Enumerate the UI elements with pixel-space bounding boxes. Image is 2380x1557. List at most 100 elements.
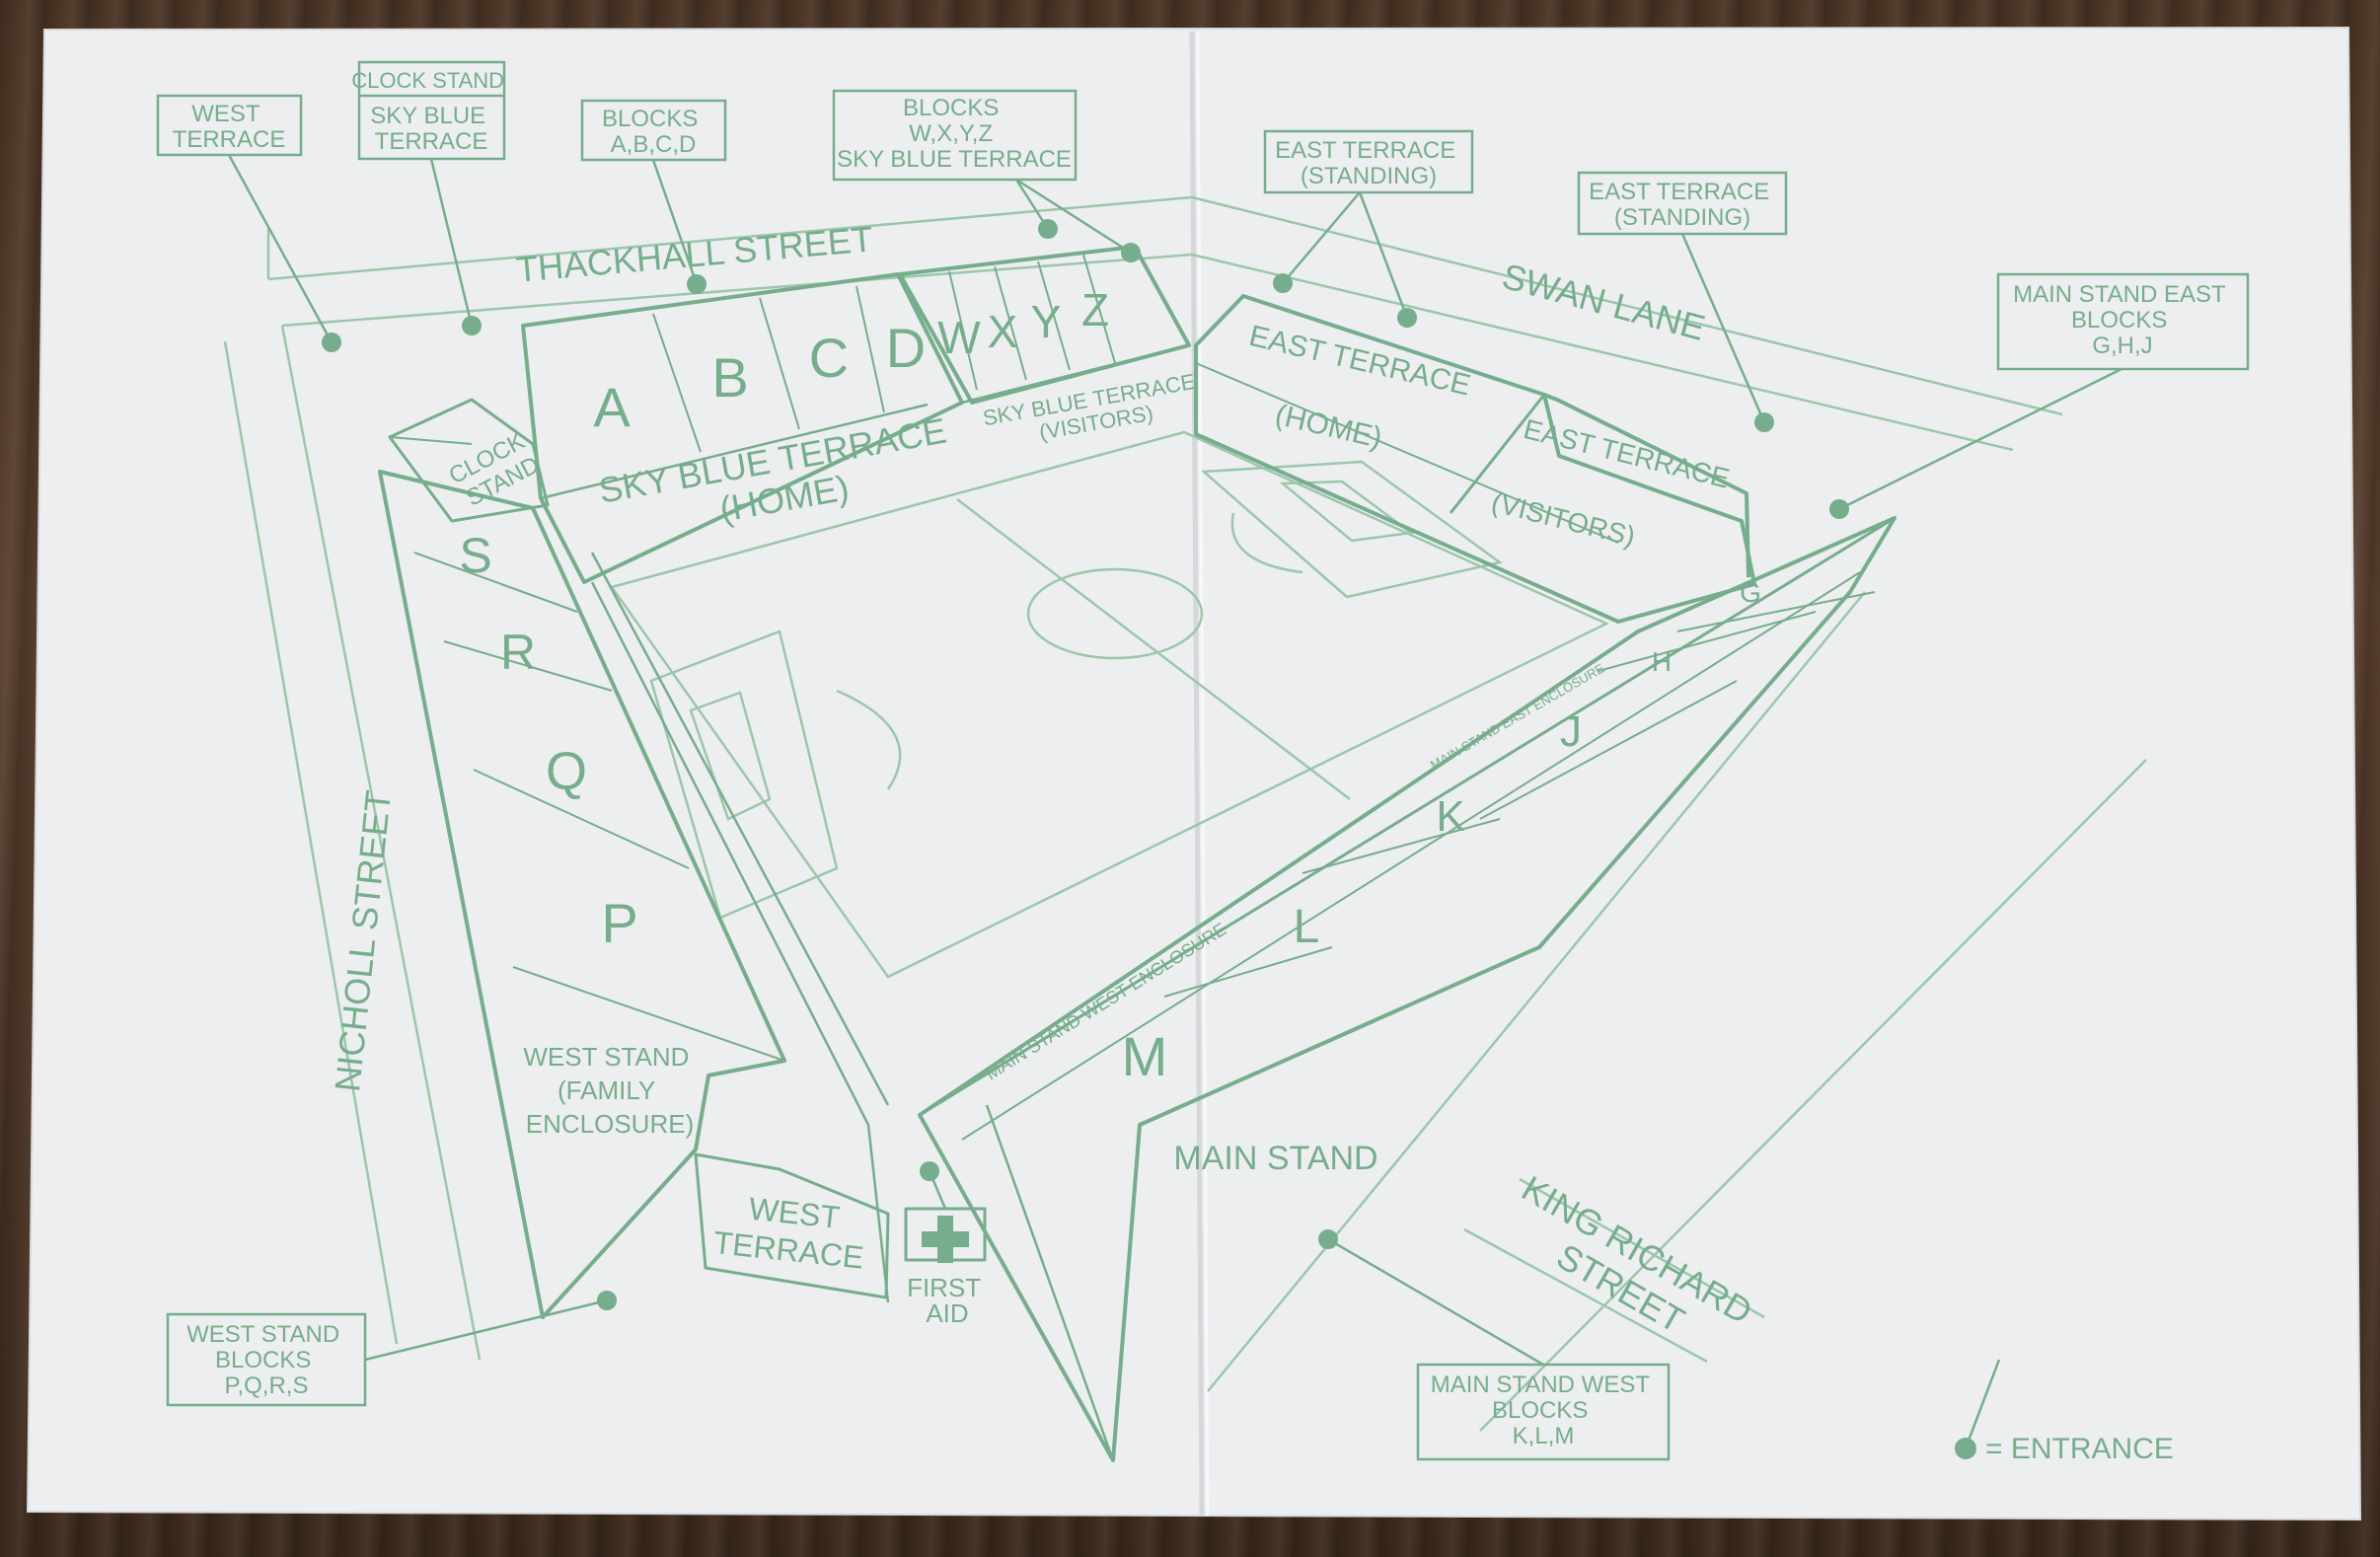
block-divider [994, 265, 1027, 381]
block-x: X [988, 306, 1018, 357]
king-richard-street-edge [1463, 1227, 1708, 1364]
main-stand-road-edge [1207, 591, 1866, 1392]
block-divider [413, 552, 578, 613]
block-b: B [711, 346, 748, 408]
east-terrace-inner [1195, 362, 1619, 544]
block-h: H [1652, 646, 1672, 677]
entrance-dot [1121, 243, 1141, 262]
block-divider [473, 769, 690, 869]
entrance-dot [687, 274, 707, 294]
main-stand-front [919, 516, 1896, 1117]
block-s: S [459, 528, 491, 583]
block-p: P [601, 892, 637, 954]
callout-box-main-stand-east [1996, 272, 2250, 371]
legend-entrance-label: = ENTRANCE [1985, 1433, 2174, 1465]
clock-stand [388, 398, 550, 523]
block-divider [652, 313, 702, 453]
block-divider [1676, 591, 1876, 632]
callout-blocks-abcd: BLOCKS A,B,C,D [602, 106, 705, 158]
block-q: Q [546, 742, 587, 801]
centre-circle [1026, 567, 1204, 660]
penalty-box-east [1200, 460, 1503, 599]
entrance-markers [322, 219, 1976, 1459]
paper-fold-crease [1189, 31, 1205, 1517]
callout-east-terrace-standing-2: EAST TERRACE (STANDING) [1589, 179, 1776, 231]
pitch [609, 430, 1609, 979]
entrance-dot [920, 1161, 939, 1181]
block-c: C [809, 327, 849, 389]
block-divider [1302, 818, 1501, 874]
callout-main-stand-west-blocks: MAIN STAND WEST BLOCKS K,L,M [1431, 1372, 1656, 1449]
block-divider [1037, 260, 1071, 371]
block-divider [948, 270, 978, 391]
east-terrace-divider [1449, 394, 1546, 514]
block-g: G [1740, 577, 1761, 608]
callout-box-blocks-wxyz [832, 89, 1078, 182]
entrance-dot [322, 333, 341, 352]
entrance-dot [1397, 308, 1417, 328]
label-first-aid: FIRST AID [907, 1273, 988, 1328]
callout-clock-stand-sky-blue: CLOCK STAND SKY BLUE TERRACE [351, 67, 511, 155]
west-terrace-stand [694, 1152, 890, 1299]
block-divider [1479, 680, 1738, 820]
block-y: Y [1031, 296, 1062, 347]
pitch-outline [609, 430, 1609, 979]
block-j: J [1560, 707, 1582, 756]
halfway-line [956, 498, 1351, 800]
nicholl-street-edge [223, 340, 399, 1345]
penalty-box-west [649, 630, 839, 920]
west-stand-inner [590, 552, 890, 1106]
visitors-front [961, 343, 1190, 405]
penalty-arc-east [1230, 512, 1303, 574]
entrance-dot [462, 316, 482, 335]
ticket-paper [26, 26, 2362, 1521]
callout-east-terrace-standing-1: EAST TERRACE (STANDING) [1275, 137, 1462, 189]
block-r: R [500, 625, 536, 680]
block-z: Z [1081, 284, 1109, 335]
swan-lane-edge [1191, 253, 2014, 452]
block-l: L [1294, 901, 1320, 953]
nicholl-street-edge [280, 325, 482, 1361]
west-stand-walkway [590, 581, 890, 1303]
entrance-dot [1038, 219, 1058, 239]
block-divider [443, 640, 613, 692]
main-stand-enclosure [961, 571, 1861, 1141]
entrance-dot [1829, 499, 1849, 519]
six-yard-box-east [1279, 480, 1415, 543]
entrance-dot [1754, 412, 1774, 432]
block-d: D [886, 317, 926, 379]
block-w: W [937, 312, 981, 363]
west-stand-front [531, 507, 786, 1062]
block-divider [855, 285, 885, 413]
label-west-stand-family-enclosure: WEST STAND (FAMILY ENCLOSURE) [523, 1042, 696, 1139]
entrance-dot [1318, 1229, 1338, 1249]
callout-west-stand-blocks: WEST STAND BLOCKS P,Q,R,S [186, 1321, 346, 1399]
callout-main-stand-east-blocks: MAIN STAND EAST BLOCKS G,H,J [2013, 281, 2232, 359]
east-terrace-visitors-outline [1543, 393, 1750, 578]
east-terrace [1194, 294, 1756, 624]
block-divider [1082, 254, 1116, 364]
legend-entrance-dot [1955, 1438, 1976, 1459]
entrance-dot [1273, 273, 1293, 293]
callout-blocks-wxyz: BLOCKS W,X,Y,Z SKY BLUE TERRACE [837, 95, 1072, 173]
sky-blue-home-front [540, 403, 929, 500]
first-aid-cross-icon [922, 1216, 969, 1263]
block-a: A [593, 376, 631, 438]
main-stand-road-edge [1479, 759, 2147, 1432]
callout-west-terrace: WEST TERRACE [173, 101, 286, 153]
swan-lane-edge [1191, 195, 2063, 416]
block-divider [759, 297, 800, 430]
thackhall-street-edge [267, 195, 1193, 281]
penalty-arc-west [836, 689, 902, 790]
streets [223, 195, 2147, 1432]
king-richard-street-edge [1519, 1177, 1765, 1319]
paper-fold-crease-shadow [1196, 31, 1210, 1517]
block-k: K [1436, 792, 1464, 841]
block-divider [1163, 946, 1333, 998]
block-divider [1598, 611, 1817, 672]
main-stand-rear [985, 1104, 1142, 1462]
entrance-dot [597, 1291, 617, 1310]
leader-lines [227, 154, 2122, 1449]
block-divider [512, 966, 785, 1062]
